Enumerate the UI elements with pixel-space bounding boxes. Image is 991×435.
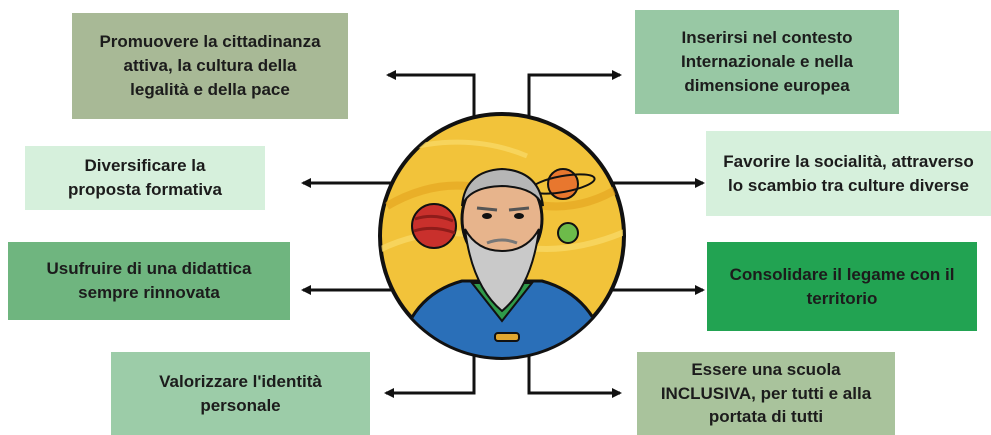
green-planet-icon	[557, 222, 579, 244]
goal-text-inclusiva: Essere una scuola INCLUSIVA, per tutti e…	[660, 359, 872, 427]
goal-text-internazionale: Inserirsi nel contesto Internazionale e …	[681, 28, 853, 95]
goal-box-cittadinanza: Promuovere la cittadinanza attiva, la cu…	[72, 13, 348, 119]
goal-text-proposta-formativa: Diversificare la proposta formativa	[68, 156, 222, 199]
ringed-planet-icon	[530, 168, 596, 200]
red-planet-icon	[411, 203, 457, 249]
goal-text-cittadinanza: Promuovere la cittadinanza attiva, la cu…	[99, 32, 321, 99]
goal-box-internazionale: Inserirsi nel contesto Internazionale e …	[635, 10, 899, 114]
goal-box-identita: Valorizzare l'identità personale	[111, 352, 370, 435]
galileo-medallion	[378, 112, 626, 360]
goal-box-territorio: Consolidare il legame con il territorio	[707, 242, 977, 331]
goal-box-didattica: Usufruire di una didattica sempre rinnov…	[8, 242, 290, 320]
arrow-top-left	[386, 70, 476, 118]
goal-text-identita: Valorizzare l'identità personale	[159, 371, 322, 415]
arrow-bottom-right	[527, 355, 622, 398]
arrow-bottom-left	[384, 355, 476, 398]
goal-text-socialita: Favorire la socialità, attraverso lo sca…	[723, 151, 974, 195]
goal-box-proposta-formativa: Diversificare la proposta formativa	[25, 146, 265, 210]
goal-text-didattica: Usufruire di una didattica sempre rinnov…	[46, 259, 252, 302]
goal-box-inclusiva: Essere una scuola INCLUSIVA, per tutti e…	[637, 352, 895, 435]
goal-text-territorio: Consolidare il legame con il territorio	[729, 264, 955, 308]
goal-box-socialita: Favorire la socialità, attraverso lo sca…	[706, 131, 991, 216]
arrow-top-right	[527, 70, 622, 118]
